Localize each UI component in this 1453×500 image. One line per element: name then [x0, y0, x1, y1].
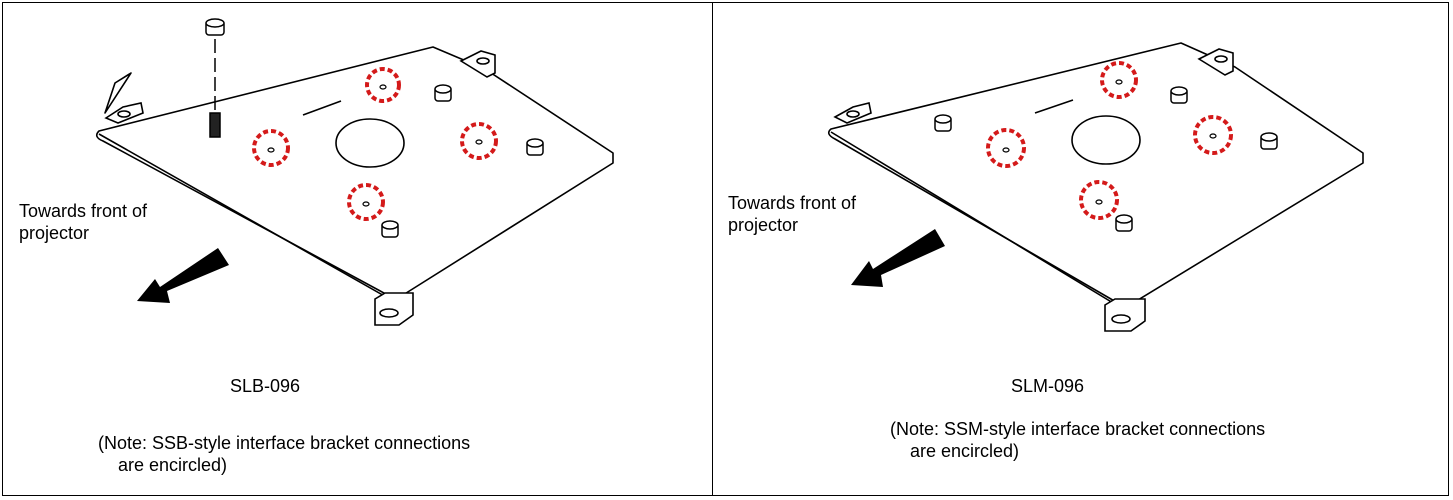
bracket-drawing-slm-096 [827, 42, 1364, 332]
note-line-1: (Note: SSM-style interface bracket conne… [890, 419, 1266, 439]
stud [381, 84, 544, 238]
direction-arrow [137, 248, 229, 303]
note-line-2: are encircled) [910, 441, 1020, 461]
model-name: SLM-096 [1011, 376, 1085, 396]
panel-slb-096: Towards front of projector SLB-096 (Note… [3, 3, 711, 495]
mounting-plate [95, 46, 614, 303]
direction-label-line-2: projector [728, 215, 799, 235]
note-line-1: (Note: SSB-style interface bracket conne… [98, 433, 471, 453]
direction-label: Towards front of projector [728, 192, 856, 236]
mounting-tab [104, 50, 496, 326]
stud [934, 86, 1278, 232]
mounting-plate [827, 42, 1364, 310]
note-line-2: are encircled) [118, 455, 228, 475]
note: (Note: SSM-style interface bracket conne… [890, 418, 1265, 462]
model-name: SLB-096 [230, 376, 301, 396]
center-hole [335, 118, 405, 168]
center-hole [1071, 115, 1141, 165]
direction-label-line-1: Towards front of [728, 193, 857, 213]
connection-hole [267, 84, 483, 207]
direction-arrow [851, 229, 945, 287]
connection-hole [1002, 79, 1217, 205]
note: (Note: SSB-style interface bracket conne… [98, 432, 470, 476]
panel-divider [712, 2, 713, 496]
encircled-connection-markers [986, 61, 1233, 220]
bracket-drawing-slb-096 [95, 18, 614, 326]
mounting-tab [833, 48, 1234, 332]
screw-detail [205, 18, 225, 138]
direction-label: Towards front of projector [19, 200, 147, 244]
direction-label-line-2: projector [19, 223, 90, 243]
panel-slm-096: Towards front of projector SLM-096 (Note… [713, 3, 1448, 495]
encircled-connection-markers [252, 67, 498, 221]
direction-label-line-1: Towards front of [19, 201, 148, 221]
